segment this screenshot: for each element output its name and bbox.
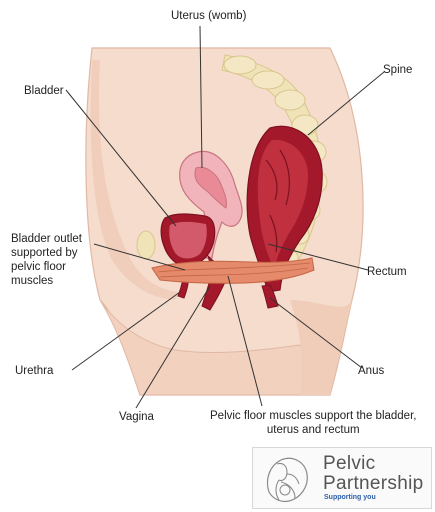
label-anus: Anus bbox=[358, 364, 384, 378]
label-bladder: Bladder bbox=[24, 84, 64, 98]
logo-tagline: Supporting you bbox=[324, 494, 376, 501]
mother-figure-logo-icon bbox=[259, 452, 315, 506]
label-pelvic-floor: Pelvic floor muscles support the bladder… bbox=[210, 409, 416, 437]
logo-brand-text: Pelvic Partnership bbox=[323, 454, 423, 494]
label-bladder-outlet: Bladder outlet supported by pelvic floor… bbox=[11, 232, 82, 288]
label-uterus: Uterus (womb) bbox=[171, 9, 246, 23]
label-rectum: Rectum bbox=[367, 265, 407, 279]
pelvic-partnership-logo: Pelvic Partnership Supporting you bbox=[252, 447, 432, 509]
label-spine: Spine bbox=[383, 63, 412, 77]
label-vagina: Vagina bbox=[119, 410, 154, 424]
label-urethra: Urethra bbox=[15, 364, 53, 378]
pubic-bone bbox=[137, 231, 155, 259]
